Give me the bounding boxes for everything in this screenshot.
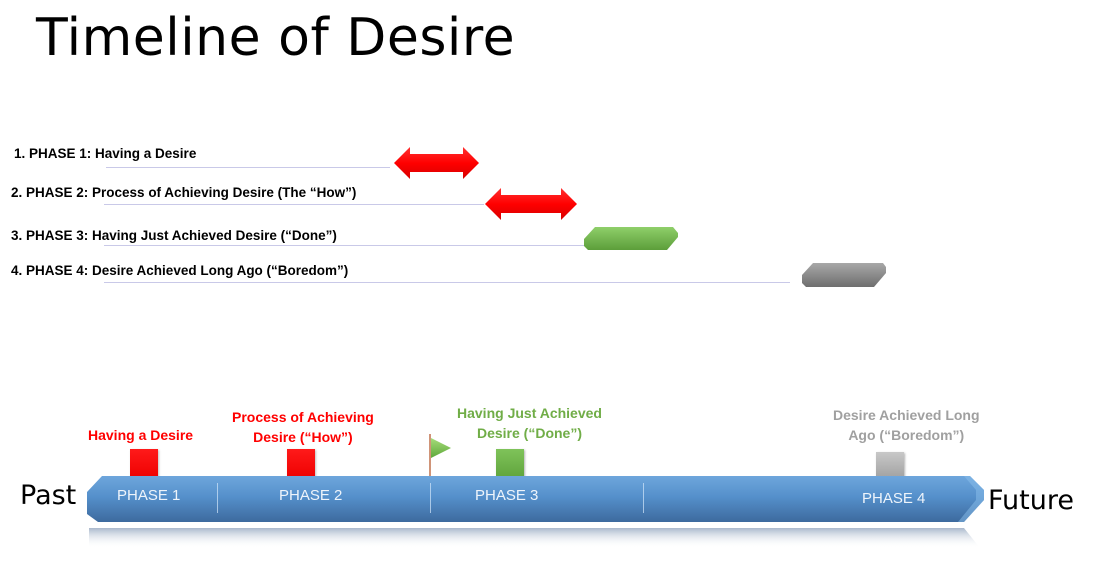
past-label: Past [20, 480, 77, 511]
phase-list-item-1: 1. PHASE 1: Having a Desire [14, 146, 197, 161]
milestone-label-4-line1: Desire Achieved Long [833, 407, 980, 423]
phase-3-bar [584, 227, 678, 250]
phase-divider-3 [643, 483, 644, 513]
timeline-phase-4: PHASE 4 [862, 490, 926, 507]
phase-rule-4 [104, 282, 790, 283]
milestone-label-2-line2: Desire (“How”) [253, 429, 353, 445]
milestone-marker-1 [130, 449, 158, 479]
timeline-phase-3: PHASE 3 [475, 487, 539, 504]
flag-icon [429, 434, 451, 477]
phase-rule-1 [106, 167, 390, 168]
milestone-label-3-line2: Desire (“Done”) [476, 425, 582, 441]
milestone-marker-3 [496, 449, 524, 479]
milestone-label-2: Process of Achieving Desire (“How”) [232, 407, 374, 447]
milestone-label-4: Desire Achieved Long Ago (“Boredom”) [833, 405, 980, 445]
future-label: Future [988, 485, 1074, 516]
slide-title: Timeline of Desire [36, 8, 516, 68]
milestone-label-1: Having a Desire [88, 427, 194, 443]
milestone-label-4-line2: Ago (“Boredom”) [848, 427, 965, 443]
phase-rule-2 [104, 204, 484, 205]
phase-rule-3 [104, 245, 584, 246]
phase-2-double-arrow [485, 188, 577, 220]
milestone-label-2-line1: Process of Achieving [232, 409, 374, 425]
milestone-label-3-line1: Having Just Achieved [457, 405, 602, 421]
phase-1-double-arrow [394, 147, 479, 179]
phase-divider-2 [430, 483, 431, 513]
timeline-phase-1: PHASE 1 [117, 487, 181, 504]
milestone-marker-2 [287, 449, 315, 479]
phase-divider-1 [217, 483, 218, 513]
phase-4-bar [802, 263, 886, 287]
timeline-bar [87, 476, 984, 548]
milestone-label-3: Having Just Achieved Desire (“Done”) [457, 403, 602, 443]
phase-list-item-3: 3. PHASE 3: Having Just Achieved Desire … [11, 228, 337, 243]
phase-list-item-2: 2. PHASE 2: Process of Achieving Desire … [11, 185, 357, 200]
phase-list-item-4: 4. PHASE 4: Desire Achieved Long Ago (“B… [11, 263, 349, 278]
timeline-phase-2: PHASE 2 [279, 487, 343, 504]
